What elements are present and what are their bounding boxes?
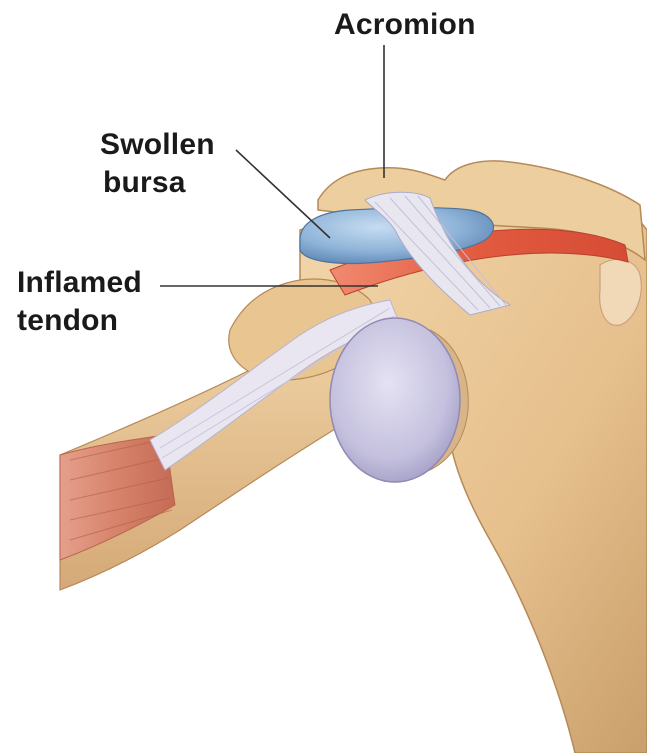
bursa-leader-line <box>236 150 330 238</box>
swollen-bursa-label-line1: Swollen <box>100 128 215 162</box>
swollen-bursa-label-line2: bursa <box>103 166 186 200</box>
acromion-label: Acromion <box>334 8 476 42</box>
inflamed-tendon-label-line1: Inflamed <box>17 266 142 300</box>
humeral-head <box>330 318 460 482</box>
inflamed-tendon-label-line2: tendon <box>17 304 118 338</box>
